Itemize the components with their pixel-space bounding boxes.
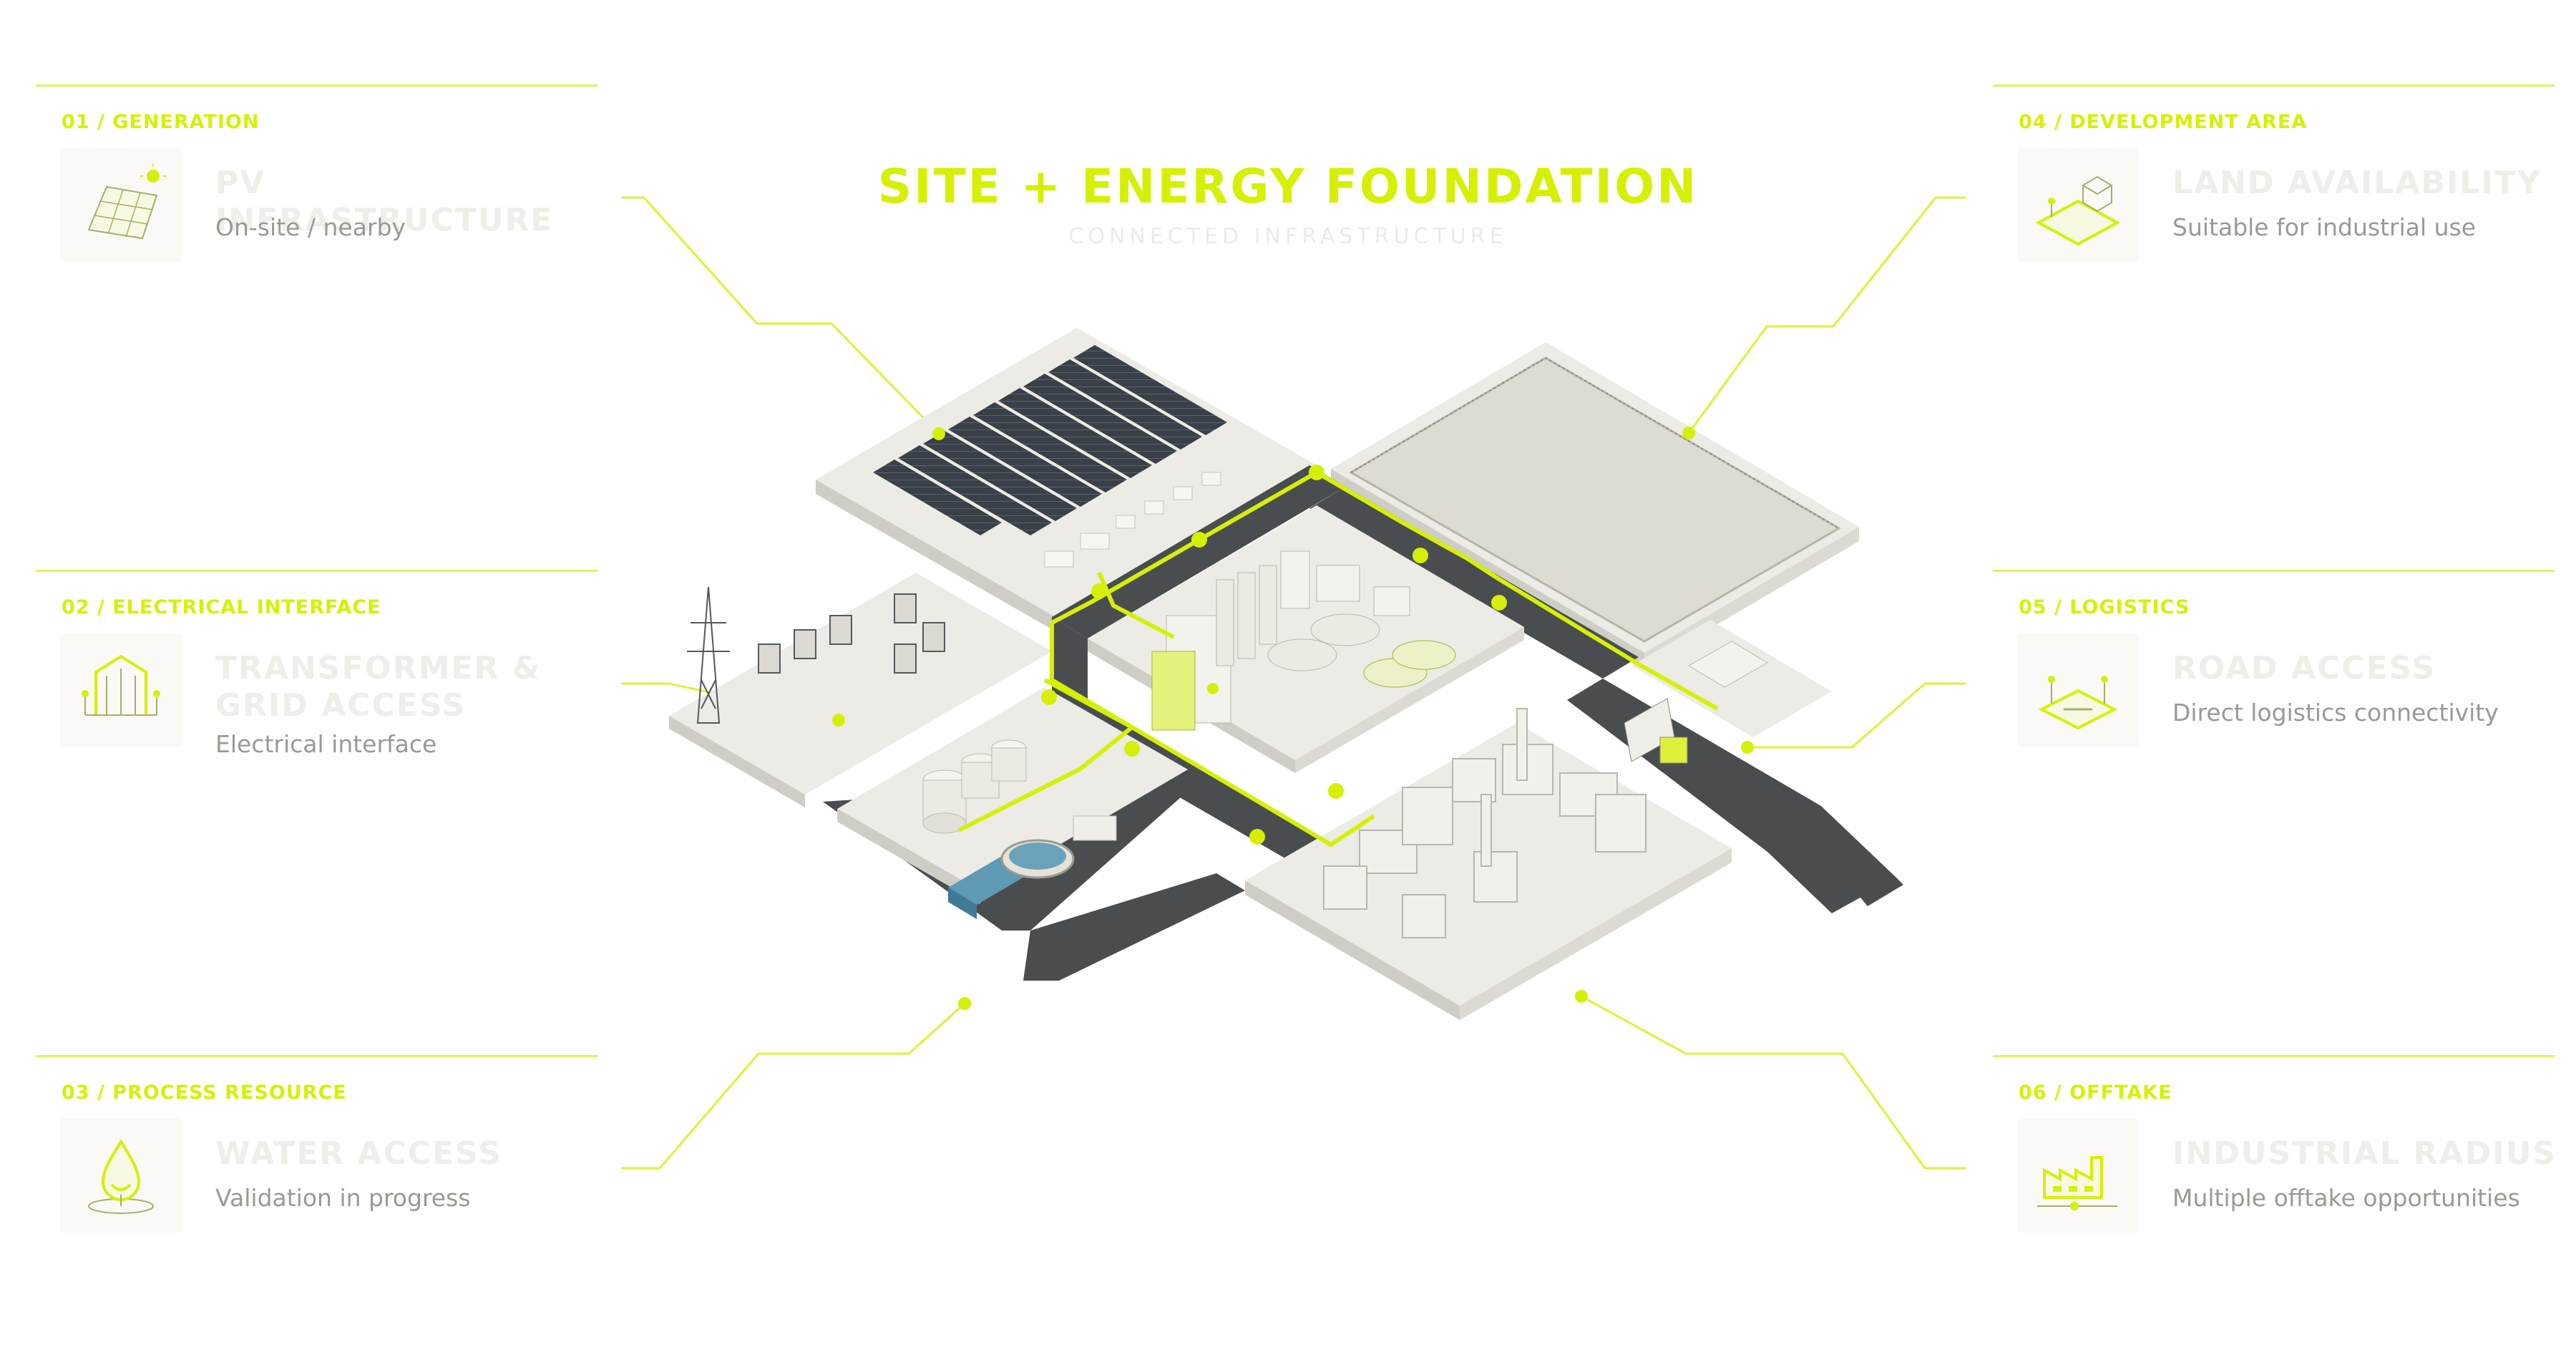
panel-description: Electrical interface bbox=[215, 730, 437, 758]
panel-description: Suitable for industrial use bbox=[2172, 213, 2477, 241]
industrial-buildings bbox=[1323, 708, 1646, 938]
solar-panel-icon bbox=[60, 147, 182, 262]
panel-heading: INDUSTRIAL RADIUS bbox=[2172, 1135, 2557, 1172]
panel-heading: WATER ACCESS bbox=[215, 1135, 502, 1172]
panel-tag: 05 / LOGISTICS bbox=[2019, 596, 2190, 618]
panel-development-area: 04 / DEVELOPMENT AREA LAND AVAILABILITY … bbox=[1993, 84, 2555, 269]
water-facility bbox=[922, 739, 1117, 879]
panel-tag: 02 / ELECTRICAL INTERFACE bbox=[62, 596, 381, 618]
solar-array bbox=[873, 345, 1227, 568]
panel-heading: TRANSFORMER & GRID ACCESS bbox=[215, 650, 542, 724]
leader-line-offtake bbox=[1581, 995, 1966, 1170]
substation-equipment bbox=[687, 586, 945, 724]
panel-rule bbox=[1993, 1055, 2555, 1057]
panel-rule bbox=[36, 84, 597, 87]
panel-offtake: 06 / OFFTAKE INDUSTRIAL RADIUS Multiple … bbox=[1993, 1055, 2555, 1240]
panel-tag: 01 / GENERATION bbox=[62, 111, 260, 133]
panel-logistics: 05 / LOGISTICS ROAD ACCESS Direct logist… bbox=[1993, 570, 2555, 754]
panel-rule bbox=[36, 1055, 597, 1057]
panel-description: Multiple offtake opportunities bbox=[2172, 1184, 2520, 1212]
panel-rule bbox=[36, 570, 597, 572]
panel-generation: 01 / GENERATION PV INFRASTRUCTURE On-sit… bbox=[36, 84, 597, 269]
panel-electrical-interface: 02 / ELECTRICAL INTERFACE TRANSFORMER & … bbox=[36, 570, 597, 758]
page-subtitle: CONNECTED INFRASTRUCTURE bbox=[1068, 224, 1508, 249]
panel-tag: 03 / PROCESS RESOURCE bbox=[62, 1082, 347, 1104]
panel-heading: LAND AVAILABILITY bbox=[2172, 165, 2542, 201]
land-plot-icon bbox=[2017, 147, 2139, 262]
leader-line-water bbox=[621, 1002, 966, 1170]
road-access-icon bbox=[2017, 633, 2139, 747]
page-title: SITE + ENERGY FOUNDATION bbox=[877, 159, 1699, 214]
panel-description: On-site / nearby bbox=[215, 213, 406, 241]
water-drop-icon bbox=[60, 1118, 182, 1233]
leader-line-land bbox=[1687, 196, 1966, 434]
leader-lines bbox=[621, 196, 1966, 1170]
panel-rule bbox=[1993, 84, 2555, 87]
panel-heading: ROAD ACCESS bbox=[2172, 650, 2436, 686]
substation-tile bbox=[669, 573, 1052, 807]
title-block: SITE + ENERGY FOUNDATION CONNECTED INFRA… bbox=[0, 159, 2576, 249]
leader-line-road bbox=[1747, 682, 1966, 749]
panel-tag: 06 / OFFTAKE bbox=[2019, 1082, 2172, 1104]
factory-icon bbox=[2017, 1118, 2139, 1233]
panel-rule bbox=[1993, 570, 2555, 572]
transmission-tower bbox=[696, 586, 721, 724]
leader-line-pv bbox=[621, 196, 940, 435]
network-nodes bbox=[1041, 465, 1507, 845]
logistics-area bbox=[1624, 641, 1768, 764]
panel-tag: 04 / DEVELOPMENT AREA bbox=[2019, 111, 2308, 133]
process-plant bbox=[1151, 550, 1456, 731]
panel-process-resource: 03 / PROCESS RESOURCE WATER ACCESS Valid… bbox=[36, 1055, 597, 1240]
transformer-icon bbox=[60, 633, 182, 747]
panel-description: Validation in progress bbox=[215, 1184, 471, 1212]
callout-dots bbox=[832, 427, 1754, 1010]
panel-description: Direct logistics connectivity bbox=[2172, 699, 2499, 727]
panel-heading: PV INFRASTRUCTURE bbox=[215, 165, 554, 238]
